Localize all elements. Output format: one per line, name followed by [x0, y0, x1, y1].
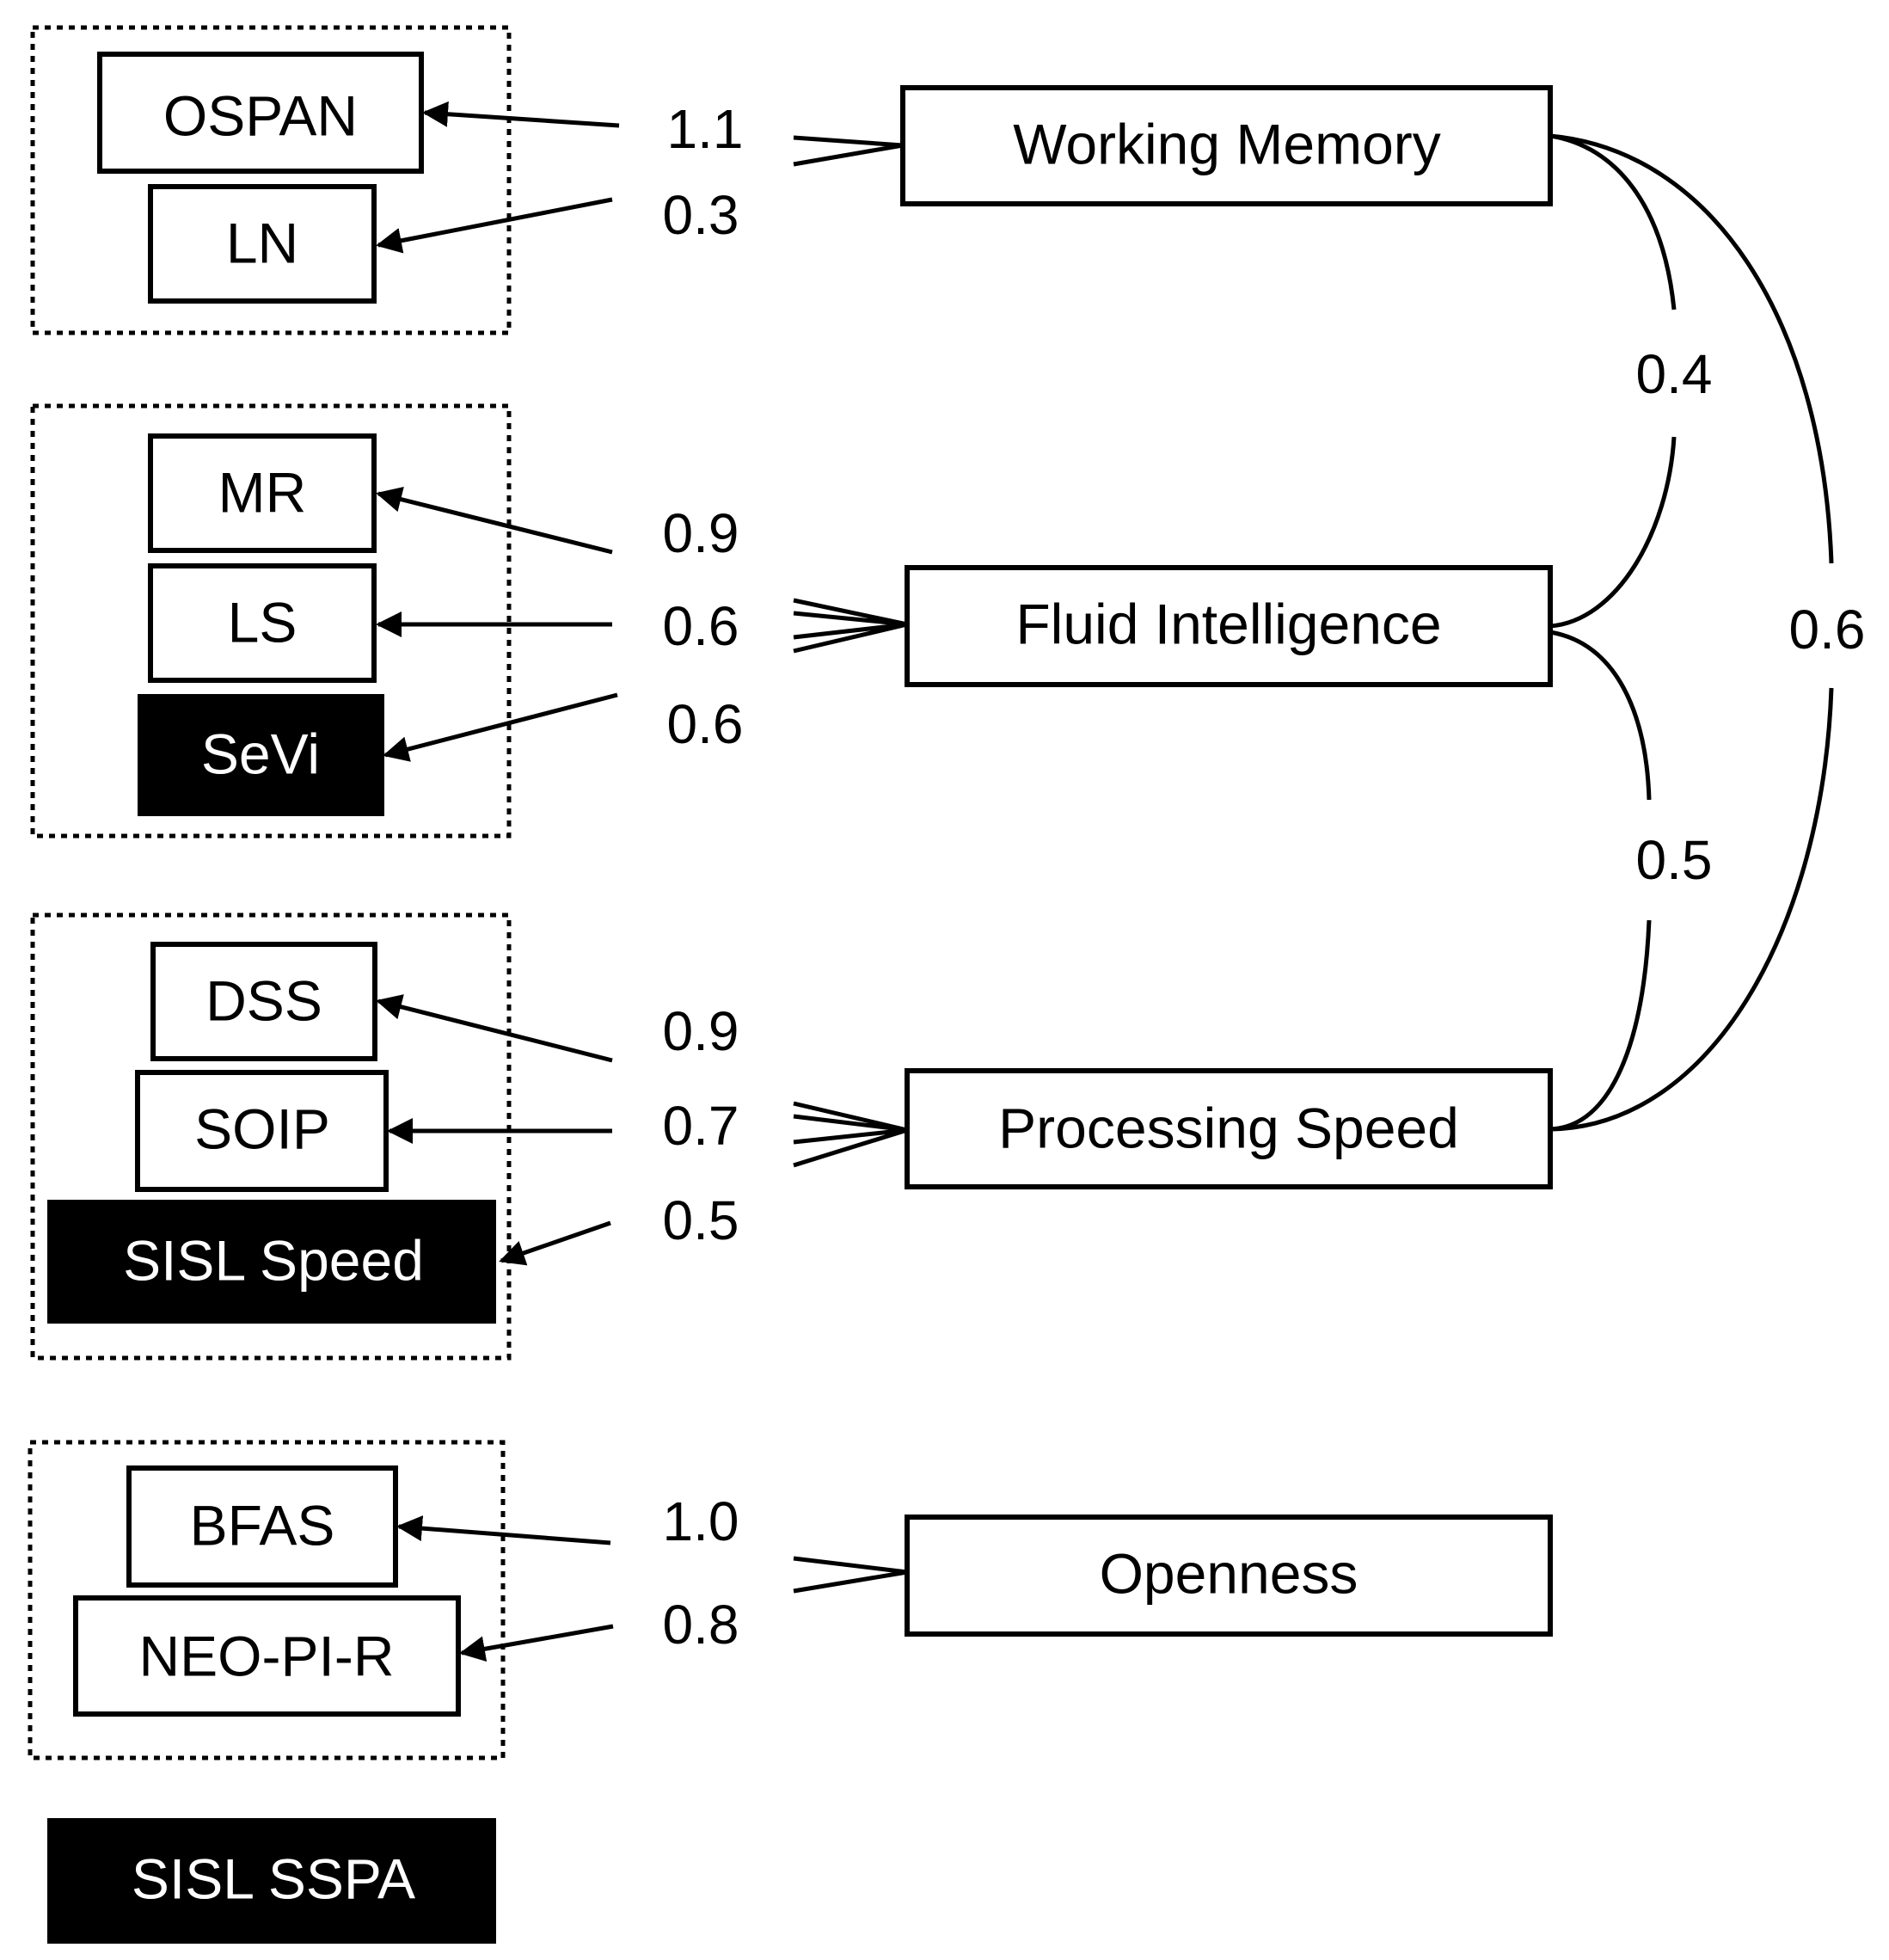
mr-loading-arrow	[376, 486, 613, 555]
ospan-loading-value: 1.1	[667, 98, 744, 160]
openness-label: Openness	[1100, 1541, 1358, 1605]
ln-label: LN	[226, 211, 298, 274]
ospan-loading-arrow	[422, 101, 620, 128]
dss-box[interactable]	[150, 942, 377, 1061]
sisl-sspa-box[interactable]	[47, 1818, 496, 1944]
mr-label: MR	[218, 460, 307, 524]
ls-loading-value: 0.6	[663, 595, 739, 657]
neo-box[interactable]	[73, 1595, 461, 1717]
dss-loading-value: 0.9	[663, 1000, 739, 1062]
ps-indicator-group	[30, 912, 512, 1361]
fi-ps-correlation-lower	[1549, 919, 1652, 1132]
ln-loading-arrow	[376, 197, 613, 254]
bfas-loading-arrow	[396, 1515, 611, 1545]
ospan-box[interactable]	[97, 52, 424, 174]
fluid-intelligence-label: Fluid Intelligence	[1015, 592, 1441, 655]
sisl-sspa-label: SISL SSPA	[132, 1846, 415, 1910]
fi-fork-connector-bottom	[793, 622, 908, 654]
sevi-loading-value: 0.6	[667, 693, 744, 755]
dss-label: DSS	[205, 968, 322, 1032]
ospan-label: OSPAN	[163, 83, 358, 147]
soip-box[interactable]	[135, 1070, 389, 1192]
dss-loading-arrow	[376, 994, 613, 1063]
sevi-label: SeVi	[201, 722, 320, 785]
fi-indicator-group	[30, 403, 512, 839]
wm-indicator-group	[30, 25, 512, 335]
wm-ps-correlation-upper	[1549, 133, 1834, 564]
ln-box[interactable]	[148, 184, 377, 304]
sevi-box[interactable]	[138, 694, 384, 816]
working-memory-box[interactable]	[900, 85, 1553, 206]
op-indicator-group	[28, 1440, 506, 1760]
soip-label: SOIP	[194, 1097, 330, 1160]
sisl-speed-label: SISL Speed	[123, 1228, 424, 1292]
ps-fork-connector-top	[793, 1101, 908, 1133]
processing-speed-box[interactable]	[905, 1068, 1553, 1189]
neo-loading-arrow	[459, 1624, 614, 1662]
mr-box[interactable]	[148, 433, 377, 553]
sisl-speed-box[interactable]	[47, 1200, 496, 1324]
bfas-loading-value: 1.0	[663, 1490, 739, 1552]
wm-ps-correlation-lower	[1549, 687, 1834, 1132]
fi-ps-correlation-upper	[1549, 630, 1652, 801]
op-fork-connector	[793, 1556, 908, 1594]
sisl-speed-loading-value: 0.5	[663, 1189, 739, 1251]
mr-loading-value: 0.9	[663, 502, 739, 564]
ls-box[interactable]	[148, 563, 377, 683]
neo-label: NEO-PI-R	[139, 1624, 395, 1687]
ln-loading-value: 0.3	[663, 184, 739, 246]
openness-box[interactable]	[905, 1515, 1553, 1637]
neo-loading-value: 0.8	[663, 1594, 739, 1656]
sevi-loading-arrow	[383, 692, 618, 762]
working-memory-label: Working Memory	[1013, 112, 1441, 175]
ps-fork-connector-bottom	[793, 1127, 908, 1168]
soip-loading-value: 0.7	[663, 1095, 739, 1157]
wm-fi-correlation-lower	[1549, 436, 1677, 629]
wm-ps-correlation-value: 0.6	[1789, 599, 1866, 661]
processing-speed-label: Processing Speed	[998, 1096, 1459, 1159]
ls-label: LS	[228, 590, 297, 654]
sisl-speed-loading-arrow	[499, 1220, 611, 1266]
wm-fi-correlation-value: 0.4	[1636, 343, 1713, 405]
bfas-box[interactable]	[126, 1465, 398, 1588]
wm-fork-connector	[793, 135, 904, 167]
fi-fork-connector-top	[793, 598, 908, 627]
bfas-label: BFAS	[190, 1493, 335, 1557]
wm-fi-correlation-upper	[1549, 133, 1677, 310]
fi-ps-correlation-value: 0.5	[1636, 829, 1713, 891]
